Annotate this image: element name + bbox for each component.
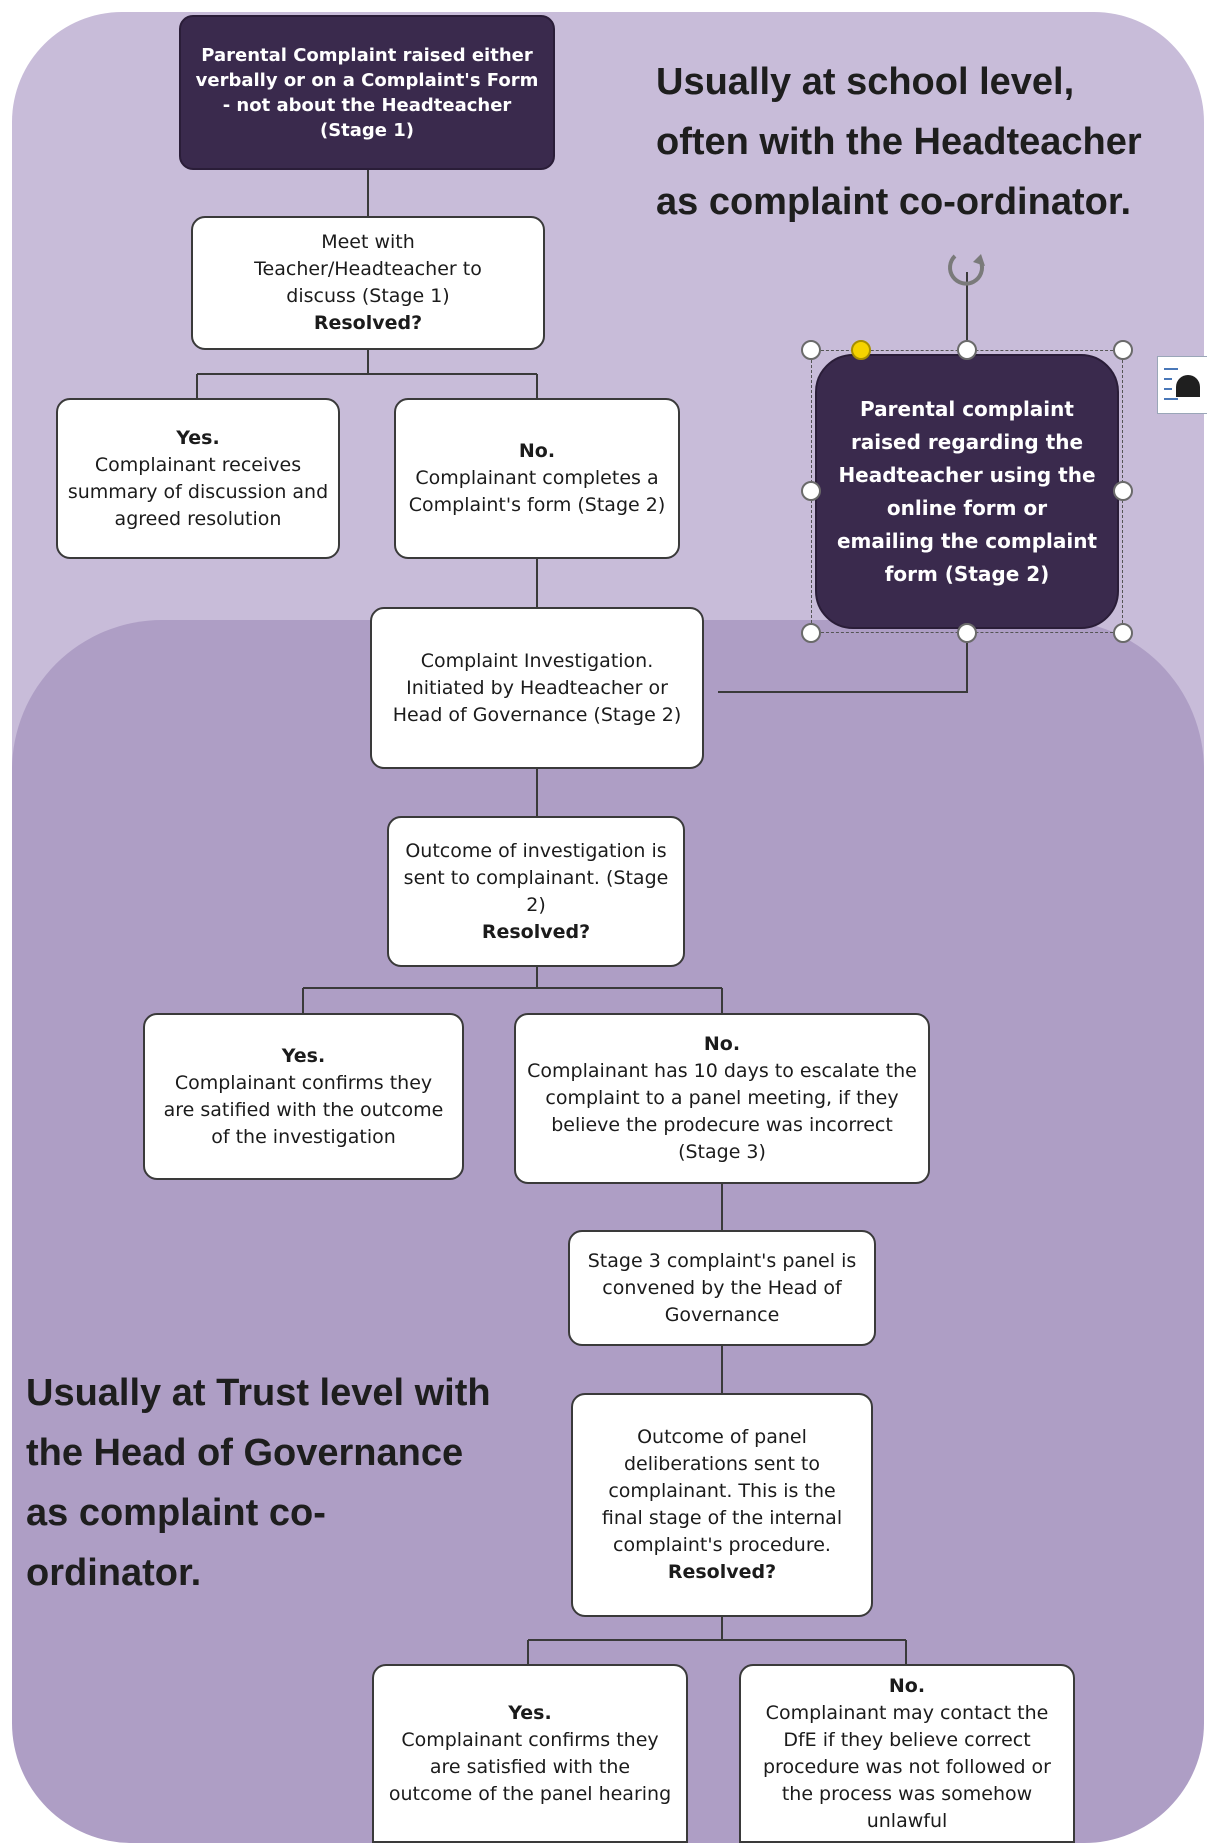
stage1-yes-text: Complainant receives summary of discussi…	[67, 453, 329, 530]
investigation-outcome-box[interactable]: Outcome of investigation is sent to comp…	[387, 816, 685, 967]
panel-convened-text: Stage 3 complaint's panel is convened by…	[587, 1249, 857, 1326]
stage2-yes-label: Yes.	[281, 1044, 326, 1067]
headteacher-complaint-box[interactable]: Parental complaint raised regarding the …	[815, 354, 1119, 629]
stage1-yes-box[interactable]: Yes. Complainant receives summary of dis…	[56, 398, 340, 559]
stage1-start-text: Parental Complaint raised either verball…	[195, 44, 539, 141]
meet-teacher-text: Meet with Teacher/Headteacher to discuss…	[254, 231, 482, 307]
trust-level-label: Usually at Trust level with the Head of …	[26, 1372, 491, 1594]
connector	[718, 633, 968, 693]
resize-handle-bottom[interactable]	[957, 623, 977, 643]
panel-outcome-text: Outcome of panel deliberations sent to c…	[601, 1426, 843, 1556]
stage2-no-box[interactable]: No. Complainant has 10 days to escalate …	[514, 1013, 930, 1184]
stage3-no-label: No.	[888, 1674, 926, 1697]
layout-options-icon	[1164, 368, 1200, 400]
investigation-box[interactable]: Complaint Investigation. Initiated by He…	[370, 607, 704, 769]
resize-handle-top-left[interactable]	[801, 340, 821, 360]
stage3-yes-box[interactable]: Yes. Complainant confirms they are satis…	[372, 1664, 688, 1843]
stage1-no-box[interactable]: No. Complainant completes a Complaint's …	[394, 398, 680, 559]
stage3-no-box[interactable]: No. Complainant may contact the DfE if t…	[739, 1664, 1075, 1843]
headteacher-complaint-text: Parental complaint raised regarding the …	[836, 396, 1098, 586]
stage2-no-text: Complainant has 10 days to escalate the …	[527, 1060, 917, 1163]
investigation-outcome-question: Resolved?	[481, 920, 591, 943]
investigation-outcome-text: Outcome of investigation is sent to comp…	[403, 839, 669, 916]
panel-outcome-box[interactable]: Outcome of panel deliberations sent to c…	[571, 1393, 873, 1617]
resize-handle-bottom-left[interactable]	[801, 623, 821, 643]
stage3-yes-label: Yes.	[508, 1701, 552, 1724]
meet-teacher-question: Resolved?	[313, 312, 423, 334]
stage2-yes-text: Complainant confirms they are satified w…	[163, 1071, 444, 1148]
resize-handle-bottom-right[interactable]	[1113, 623, 1133, 643]
resize-handle-left[interactable]	[801, 481, 821, 501]
investigation-text: Complaint Investigation. Initiated by He…	[392, 649, 682, 726]
resize-handle-right[interactable]	[1113, 481, 1133, 501]
stage1-start-box[interactable]: Parental Complaint raised either verball…	[179, 15, 555, 170]
school-level-label: Usually at school level, often with the …	[656, 61, 1142, 223]
resize-handle-top[interactable]	[957, 340, 977, 360]
panel-convened-box[interactable]: Stage 3 complaint's panel is convened by…	[568, 1230, 876, 1346]
stage1-no-label: No.	[518, 440, 556, 462]
panel-outcome-question: Resolved?	[667, 1561, 777, 1583]
layout-options-button[interactable]	[1157, 356, 1207, 414]
resize-handle-top-right[interactable]	[1113, 340, 1133, 360]
meet-teacher-box[interactable]: Meet with Teacher/Headteacher to discuss…	[191, 216, 545, 350]
stage2-yes-box[interactable]: Yes. Complainant confirms they are satif…	[143, 1013, 464, 1180]
stage2-no-label: No.	[703, 1033, 741, 1055]
stage1-no-text: Complainant completes a Complaint's form…	[408, 467, 666, 516]
stage1-yes-label: Yes.	[176, 426, 220, 449]
adjust-handle[interactable]	[851, 340, 871, 360]
rotate-handle-icon	[948, 254, 985, 286]
stage3-yes-text: Complainant confirms they are satisfied …	[388, 1728, 672, 1805]
stage3-no-text: Complainant may contact the DfE if they …	[763, 1701, 1051, 1832]
